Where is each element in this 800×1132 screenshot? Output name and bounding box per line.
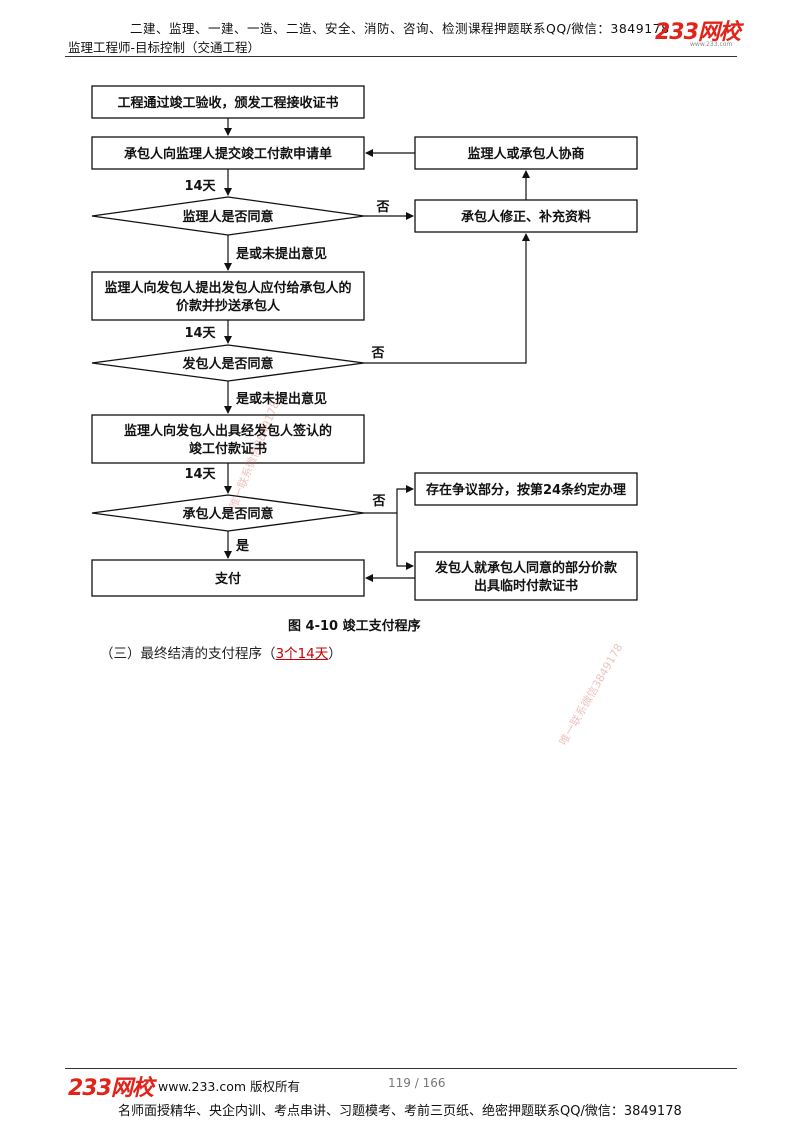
- text-diamond-employer: 发包人是否同意: [181, 356, 273, 372]
- footer-contact-line: 名师面授精华、央企内训、考点串讲、习题模考、考前三页纸、绝密押题联系QQ/微信：…: [118, 1104, 682, 1119]
- brand-logo: 233网校: [655, 20, 741, 45]
- brand-logo-url: www.233.com: [690, 41, 733, 48]
- text-issue-1: 监理人向发包人出具经发包人签认的: [124, 423, 332, 439]
- box-pay: [91, 559, 365, 597]
- footer-divider: [65, 1068, 737, 1069]
- label-yes-1: 是或未提出意见: [235, 246, 327, 262]
- payment-flowchart: 工程通过竣工验收，颁发工程接收证书 承包人向监理人提交竣工付款申请单 监理人或承…: [91, 85, 638, 601]
- footer-logo: 233网校: [68, 1076, 154, 1101]
- label-yes-3: 是: [235, 539, 250, 554]
- label-14d-1: 14天: [184, 179, 216, 194]
- box-temp: [414, 551, 638, 601]
- section-heading: （三）最终结清的支付程序（3个14天）: [100, 642, 342, 662]
- footer-site: www.233.com 版权所有: [158, 1079, 300, 1094]
- text-issue-2: 竣工付款证书: [189, 441, 267, 457]
- text-temp-1: 发包人就承包人同意的部分价款: [434, 560, 618, 576]
- box-dispute: [414, 472, 638, 506]
- text-propose-1: 监理人向发包人提出发包人应付给承包人的: [104, 280, 351, 296]
- label-14d-2: 14天: [184, 326, 216, 341]
- text-issue-cert: 工程通过竣工验收，颁发工程接收证书: [117, 95, 338, 111]
- header-top-line: 二建、监理、一建、一造、二造、安全、消防、咨询、检测课程押题联系QQ/微信：38…: [130, 21, 670, 36]
- text-negotiate: 监理人或承包人协商: [467, 146, 584, 162]
- text-dispute: 存在争议部分，按第24条约定办理: [426, 482, 626, 498]
- page-number: 119 / 166: [388, 1076, 446, 1090]
- text-temp-2: 出具临时付款证书: [474, 578, 578, 594]
- text-revise: 承包人修正、补充资料: [461, 209, 591, 225]
- figure-caption: 图 4-10 竣工支付程序: [288, 619, 421, 634]
- text-diamond-supervisor: 监理人是否同意: [182, 209, 273, 225]
- section-heading-highlight[interactable]: 3个14天: [275, 646, 329, 662]
- text-propose-2: 价款并抄送承包人: [176, 298, 281, 314]
- section-heading-prefix: （三）最终结清的支付程序（: [100, 646, 276, 662]
- watermark: 唯一联系微信3849178: [556, 641, 626, 748]
- label-yes-2: 是或未提出意见: [235, 391, 327, 407]
- label-no-2: 否: [370, 346, 384, 361]
- text-pay: 支付: [214, 571, 241, 587]
- label-14d-3: 14天: [184, 467, 216, 482]
- header-divider: [65, 56, 737, 57]
- text-apply: 承包人向监理人提交竣工付款申请单: [124, 146, 332, 162]
- header-subtitle: 监理工程师-目标控制（交通工程）: [68, 40, 261, 55]
- text-diamond-contractor: 承包人是否同意: [182, 506, 273, 522]
- section-heading-suffix: ）: [328, 646, 342, 662]
- label-no-1: 否: [375, 200, 389, 215]
- label-no-3: 否: [371, 494, 385, 509]
